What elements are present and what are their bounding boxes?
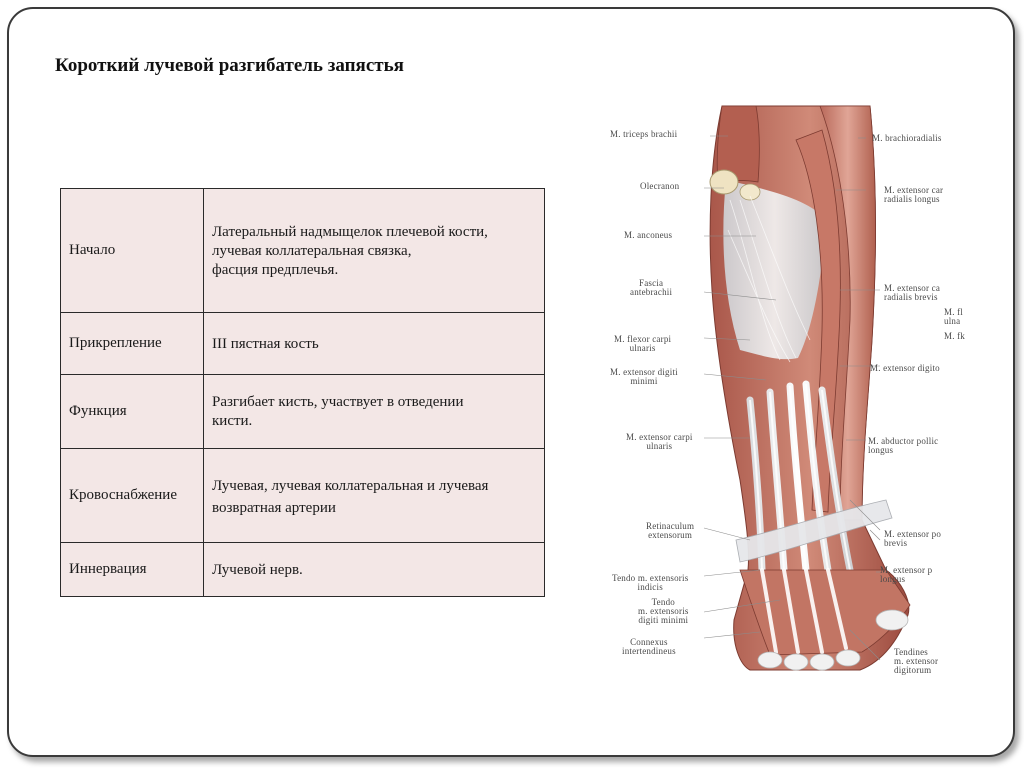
value-line: возвратная артерии (212, 500, 336, 516)
figure-label-right: M. extensor ca radialis brevis (884, 283, 941, 302)
value-line: лучевая коллатеральная связка, (212, 243, 412, 259)
retinaculum-band (735, 499, 893, 563)
value-line: кисти. (212, 413, 253, 429)
figure-label-left: M. extensor carpi ulnaris (626, 432, 693, 451)
figure-label-left: M. triceps brachii (610, 129, 678, 139)
figure-label-left: Retinaculum extensorum (646, 521, 695, 540)
figure-label-left: Olecranon (640, 181, 680, 191)
value-line: Латеральный надмыщелок плечевой кости, (212, 224, 488, 240)
forearm-drawing (703, 105, 911, 671)
figure-label-left: M. flexor carpi ulnaris (614, 334, 672, 353)
extensor-carpi-radialis-muscle (795, 129, 841, 513)
table-row: Кровоснабжение Лучевая, лучевая коллатер… (60, 448, 545, 543)
row-value-blood-supply: Лучевая, лучевая коллатеральная и лучева… (203, 448, 545, 543)
figure-label-left: Tendo m. extensoris indicis (612, 573, 689, 592)
triceps-muscle (716, 105, 760, 183)
row-label-function: Функция (60, 374, 204, 449)
figure-label-left: M. anconeus (624, 230, 673, 240)
row-label-origin: Начало (60, 188, 204, 313)
row-label-innervation: Иннервация (60, 542, 204, 597)
slide-title: Короткий лучевой разгибатель запястья (55, 55, 404, 76)
value-line: III пястная кость (212, 336, 319, 352)
figure-label-left: Connexus intertendineus (622, 637, 676, 656)
table-row: Функция Разгибает кисть, участвует в отв… (60, 374, 545, 449)
hand-dorsum (739, 569, 911, 656)
table-row: Начало Латеральный надмыщелок плечевой к… (60, 188, 545, 313)
value-line: Лучевая, лучевая коллатеральная и лучева… (212, 478, 489, 494)
row-label-insertion: Прикрепление (60, 312, 204, 375)
row-value-innervation: Лучевой нерв. (203, 542, 545, 597)
row-value-origin: Латеральный надмыщелок плечевой кости, л… (203, 188, 545, 313)
table-row: Иннервация Лучевой нерв. (60, 542, 545, 597)
row-value-insertion: III пястная кость (203, 312, 545, 375)
figure-label-left: Tendo m. extensoris digiti minimi (638, 597, 689, 625)
info-table: Начало Латеральный надмыщелок плечевой к… (60, 188, 545, 597)
value-line: Лучевой нерв. (212, 562, 303, 578)
row-value-function: Разгибает кисть, участвует в отведении к… (203, 374, 545, 449)
value-line: фасция предплечья. (212, 262, 339, 278)
row-label-blood-supply: Кровоснабжение (60, 448, 204, 543)
figure-label-right: M. extensor car radialis longus (884, 185, 944, 204)
figure-label-right: M. extensor po brevis (884, 529, 942, 548)
figure-label-left: M. extensor digiti minimi (610, 367, 678, 386)
figure-label-right: M. abductor pollic longus (868, 436, 939, 455)
figure-label-right: Tendines m. extensor digitorum (894, 647, 939, 675)
fascia-sheet (723, 180, 826, 360)
figure-label-left: Fascia antebrachii (630, 278, 673, 297)
olecranon-bone (709, 169, 739, 195)
figure-label-right: M. extensor p longus (880, 565, 933, 584)
figure-label-right: M. brachioradialis (872, 133, 942, 143)
forearm-anatomy-illustration: M. triceps brachii Olecranon M. anconeus… (600, 100, 980, 680)
figure-label-right: M. fl ulna (944, 307, 963, 326)
table-row: Прикрепление III пястная кость (60, 312, 545, 375)
figure-label-right: M. extensor digito (870, 363, 940, 373)
figure-label-right: M. fk (944, 331, 965, 341)
value-line: Разгибает кисть, участвует в отведении (212, 394, 464, 410)
